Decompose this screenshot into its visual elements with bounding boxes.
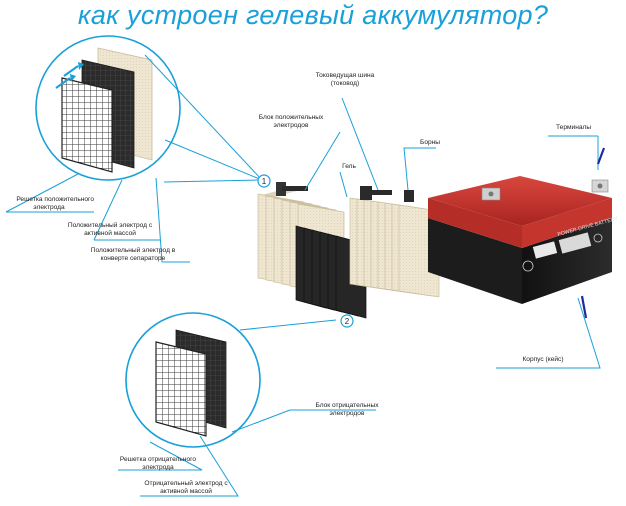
page-title: как устроен гелевый аккумулятор? xyxy=(77,0,549,30)
positive-block-label: Блок положительных электродов xyxy=(258,114,324,129)
callout-marker-1: 1 xyxy=(257,174,271,188)
svg-text:1: 1 xyxy=(262,177,267,186)
busbar-label: Токоведущая шина (токовод) xyxy=(315,72,375,87)
negative-active-mass-label: Отрицательный электрод с активной массой xyxy=(144,480,228,495)
svg-text:2: 2 xyxy=(345,317,350,326)
terminals-label: Терминалы xyxy=(556,124,592,131)
magnifier-positive xyxy=(35,35,181,181)
case-label: Корпус (кейс) xyxy=(522,356,564,363)
arrow-icon xyxy=(55,77,71,89)
terminal-right xyxy=(591,179,609,193)
battery-case: POWER-DRIVE BATTERY xyxy=(428,176,619,304)
gel-label: Гель xyxy=(342,163,356,170)
terminal-accent xyxy=(596,147,606,165)
negative-block-label: Блок отрицательных электродов xyxy=(315,402,379,417)
arrow-icon xyxy=(63,65,79,77)
positive-active-mass-label: Положительный электрод с активной массой xyxy=(67,222,153,237)
positive-envelope-label: Положительный электрод в конверте сепара… xyxy=(90,247,176,262)
callout-marker-2: 2 xyxy=(340,314,354,328)
negative-electrode-block xyxy=(295,225,367,319)
terminal-left xyxy=(481,187,501,201)
gel-separator-block xyxy=(349,186,440,298)
terminal-posts-label: Борны xyxy=(420,139,441,146)
negative-grid-label: Решетка отрицательного электрода xyxy=(119,456,197,471)
leader-lines xyxy=(5,54,601,497)
case-accent xyxy=(580,295,588,319)
magnifier-negative xyxy=(125,312,261,448)
positive-grid-label: Решетка положительного электрода xyxy=(16,196,94,211)
